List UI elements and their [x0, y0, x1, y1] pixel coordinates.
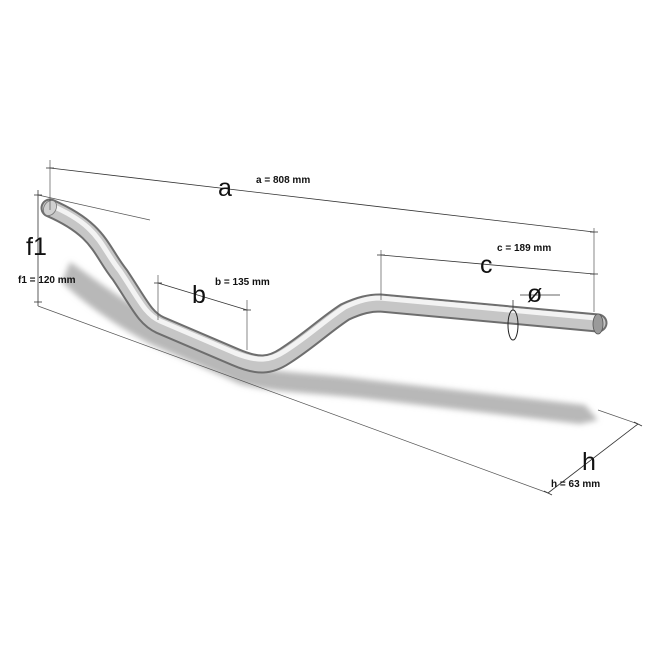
dimension-f1: f1 f1 = 120 mm	[18, 190, 151, 306]
dimension-b: b b = 135 mm	[154, 275, 270, 350]
dimension-b-symbol: b	[192, 281, 206, 309]
dimension-b-label: b = 135 mm	[215, 277, 270, 288]
dimension-a: a a = 808 mm	[46, 160, 598, 312]
dimension-h-symbol: h	[582, 448, 596, 476]
dimension-c-symbol: c	[480, 251, 493, 279]
dimension-f1-label: f1 = 120 mm	[18, 275, 76, 286]
handlebar-tube	[40, 198, 608, 374]
diameter-symbol: ø	[527, 280, 542, 308]
dimension-c-label: c = 189 mm	[497, 243, 551, 254]
dimension-h: h h = 63 mm	[37, 305, 643, 496]
dimension-a-symbol: a	[218, 174, 232, 202]
dimension-f1-symbol: f1	[26, 233, 47, 261]
dimension-h-label: h = 63 mm	[551, 479, 600, 490]
dimension-a-label: a = 808 mm	[256, 175, 310, 186]
handlebar-shadow	[62, 262, 598, 424]
dimension-c: c c = 189 mm	[377, 243, 598, 300]
